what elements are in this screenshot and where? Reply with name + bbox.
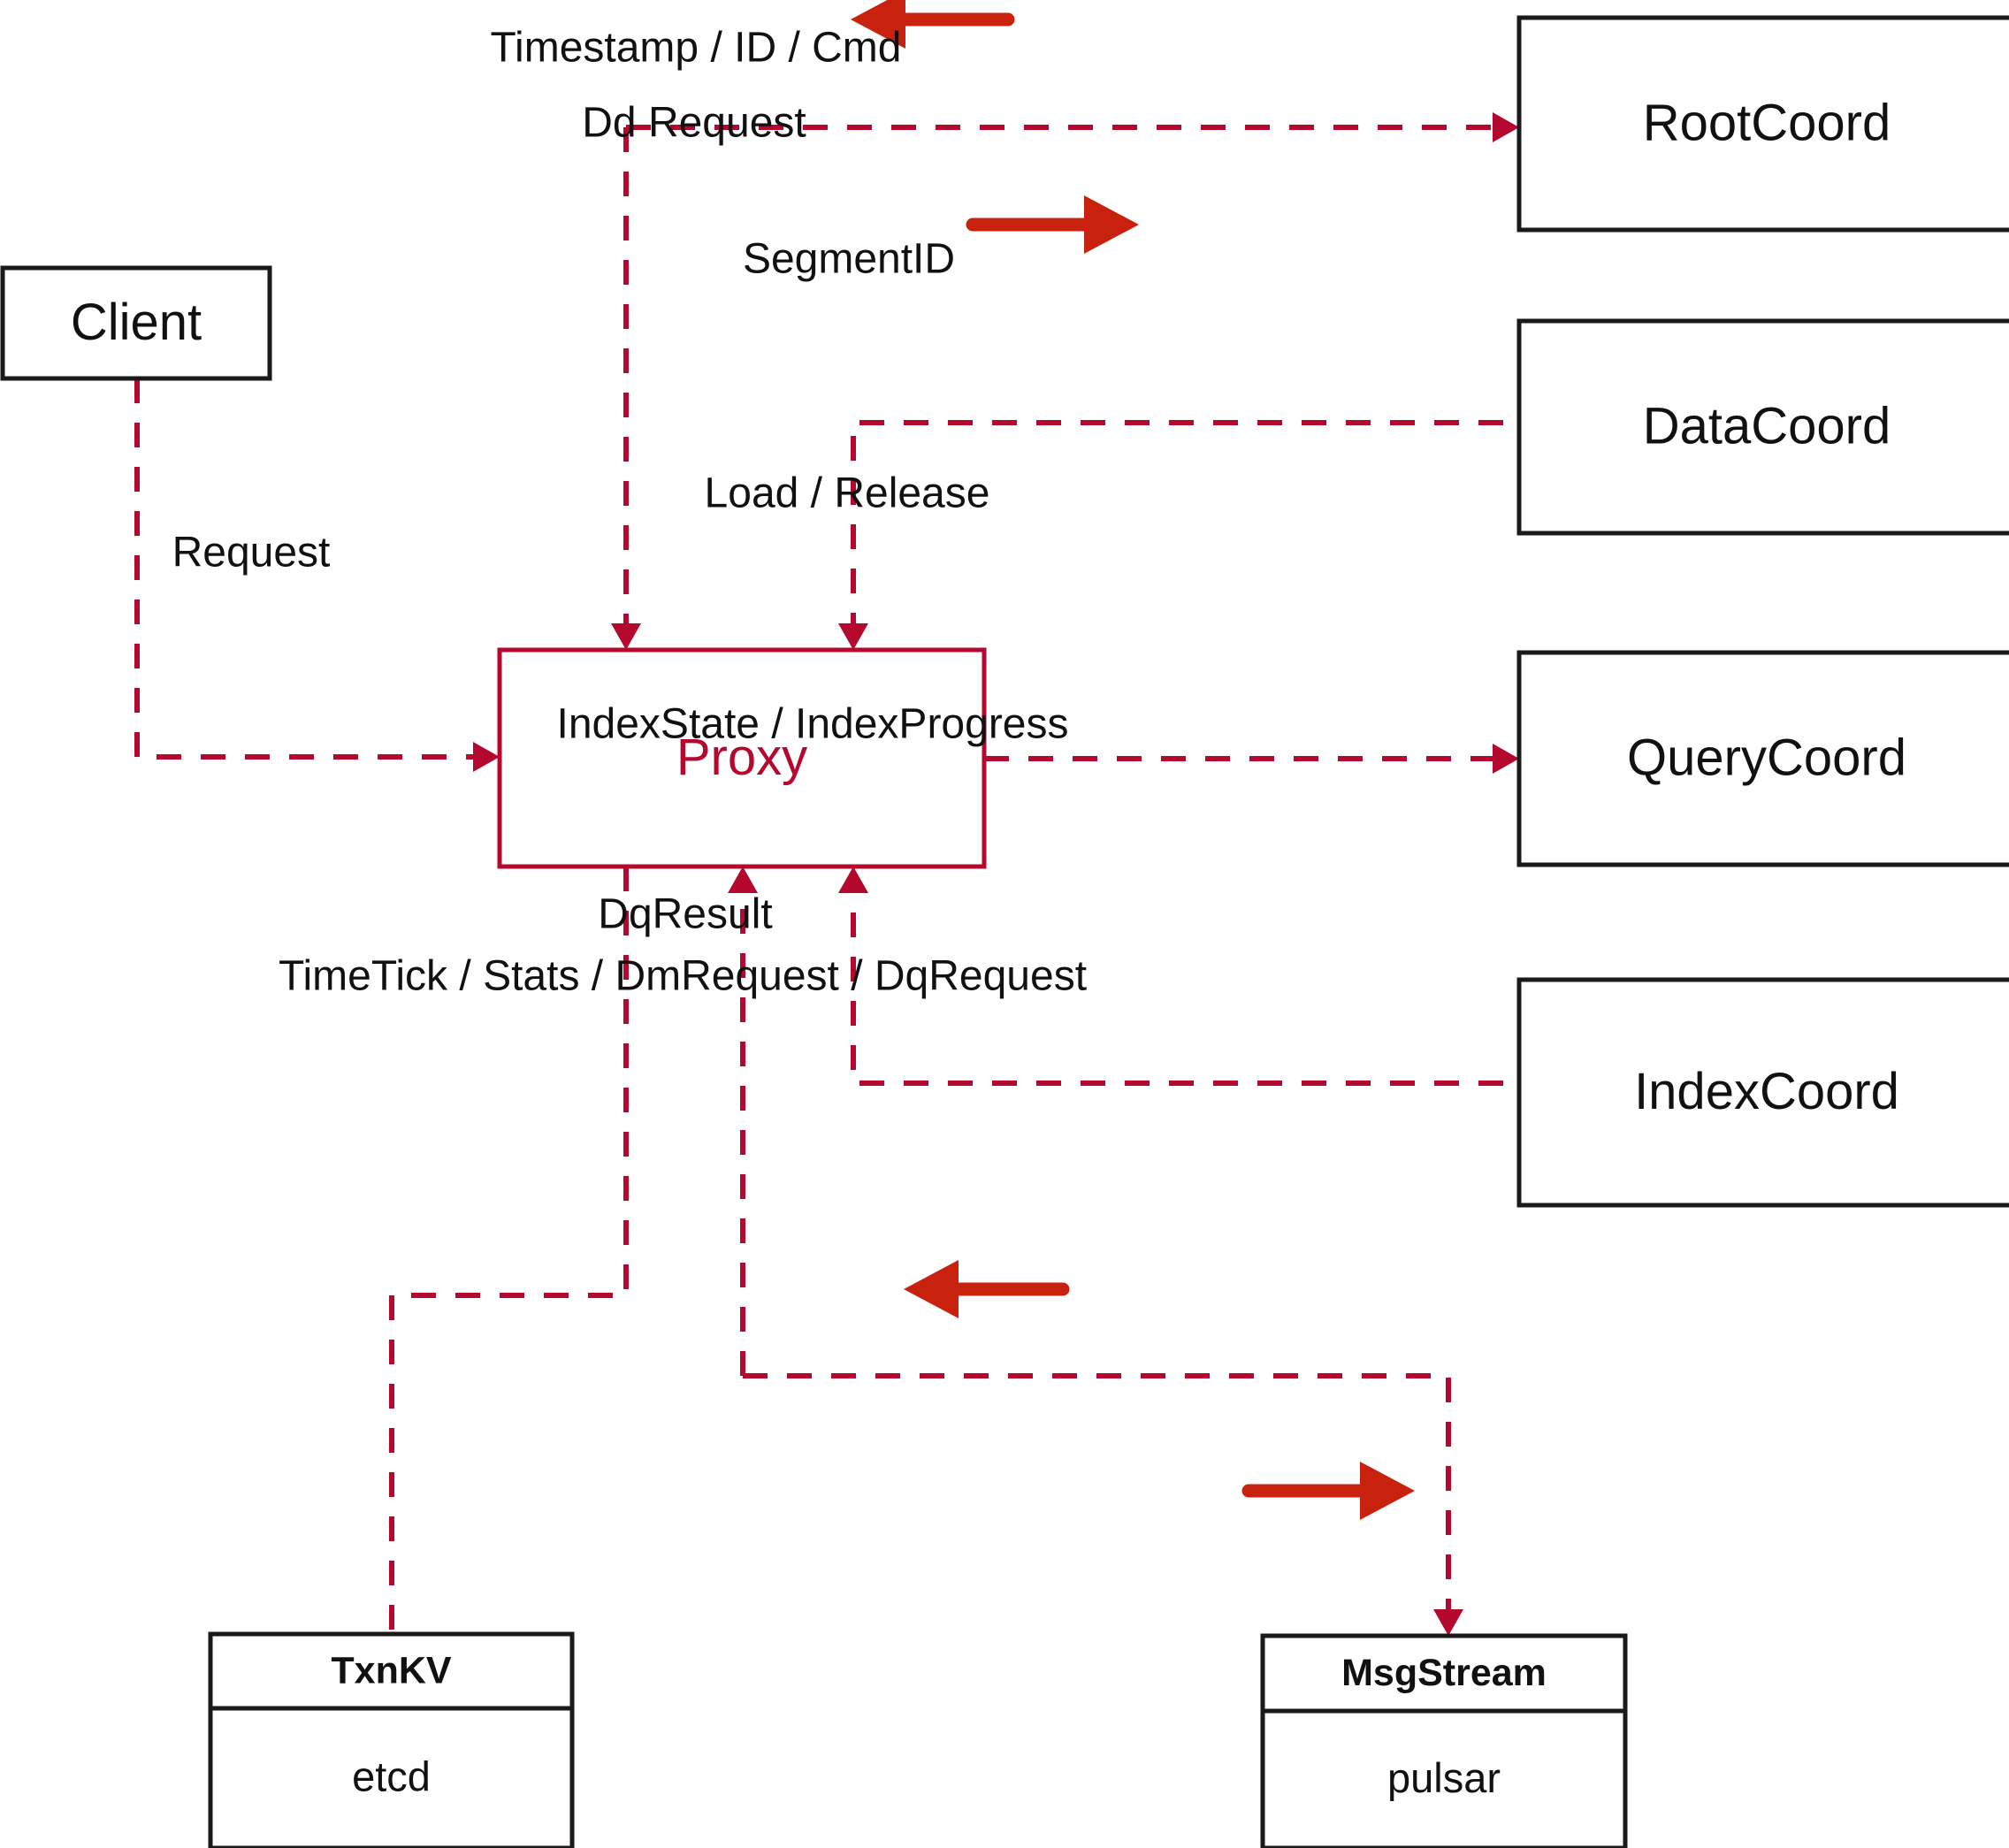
direction-arrows [851,0,1415,1520]
store-node-msgstream-subtitle: pulsar [1387,1754,1501,1801]
direction-arrow-msgstream-arrow-icon [1241,1462,1415,1520]
direction-arrow-dd-request-arrow-icon [966,195,1139,254]
node-client-label: Client [71,294,202,351]
direction-arrow-timestamp-arrow-head [851,0,905,49]
edge-label-index-state: IndexState / IndexProgress [557,701,1069,748]
edge-label-timestamp-id-cmd: Timestamp / ID / Cmd [491,25,902,72]
node-rootcoord[interactable]: RootCoord [1516,15,2009,233]
edge-label-segment-id: SegmentID [743,236,955,283]
direction-arrow-dq-result-arrow-head [904,1260,959,1318]
store-node-msgstream[interactable]: MsgStream pulsar [1260,1633,1628,1848]
arrowhead-datacoord-to-proxy-icon [838,623,868,650]
store-node-txnkv-subtitle: etcd [352,1753,431,1799]
arrowhead-proxy-to-rootcoord-icon [1493,112,1519,142]
edge-label-timetick-stats: TimeTick / Stats / DmRequest / DqRequest [279,953,1087,1000]
direction-arrow-msgstream-arrow-head [1360,1462,1415,1520]
node-client[interactable]: Client [0,265,272,381]
direction-arrow-dq-result-arrow-icon [904,1260,1070,1318]
store-node-txnkv[interactable]: TxnKV etcd [208,1631,575,1848]
node-boxes: ClientProxyRootCoordDataCoordQueryCoordI… [0,15,2009,1208]
flow-arrowheads [473,112,1519,1636]
node-datacoord-label: DataCoord [1643,397,1891,454]
node-indexcoord[interactable]: IndexCoord [1516,977,2009,1208]
edge-label-request: Request [172,530,331,577]
flow-proxy-to-msgstream [743,1373,1451,1620]
node-proxy[interactable]: Proxy [497,647,987,869]
store-node-msgstream-rect [1260,1633,1628,1848]
flow-proxy-to-txnkv [389,867,629,1634]
direction-arrow-timestamp-arrow-icon [851,0,1015,49]
edge-label-dd-request: Dd Request [582,100,806,147]
arrowhead-proxy-to-msgstream-icon [1433,1609,1463,1636]
edge-label-dq-result: DqResult [598,891,772,938]
store-node-txnkv-title: TxnKV [331,1649,452,1691]
arrowhead-client-to-proxy-icon [473,742,500,772]
arrowhead-rootcoord-to-proxy-icon [611,623,641,650]
node-indexcoord-label: IndexCoord [1634,1063,1899,1120]
flow-datacoord-to-proxy [851,420,1503,633]
node-querycoord-rect [1516,650,2009,867]
arrowhead-msgstream-to-proxy-icon [728,867,758,893]
node-proxy-rect [497,647,987,869]
node-querycoord[interactable]: QueryCoord [1516,650,2009,867]
node-datacoord[interactable]: DataCoord [1516,318,2009,536]
node-client-rect [0,265,272,381]
node-proxy-label: Proxy [676,729,807,786]
store-node-txnkv-rect [208,1631,575,1848]
flow-connectors [134,125,1503,1634]
arrowhead-indexcoord-to-proxy-icon [838,867,868,893]
node-querycoord-label: QueryCoord [1627,729,1906,786]
direction-arrow-dd-request-arrow-head [1084,195,1139,254]
store-node-msgstream-title: MsgStream [1341,1652,1547,1694]
edge-label-load-release: Load / Release [705,470,990,517]
node-rootcoord-label: RootCoord [1643,94,1891,151]
node-datacoord-rect [1516,318,2009,536]
node-indexcoord-rect [1516,977,2009,1208]
store-node-boxes: TxnKV etcd MsgStream pulsar [208,1631,1628,1848]
arrowhead-proxy-to-querycoord-icon [1493,744,1519,774]
node-rootcoord-rect [1516,15,2009,233]
flow-client-to-proxy [134,378,484,760]
